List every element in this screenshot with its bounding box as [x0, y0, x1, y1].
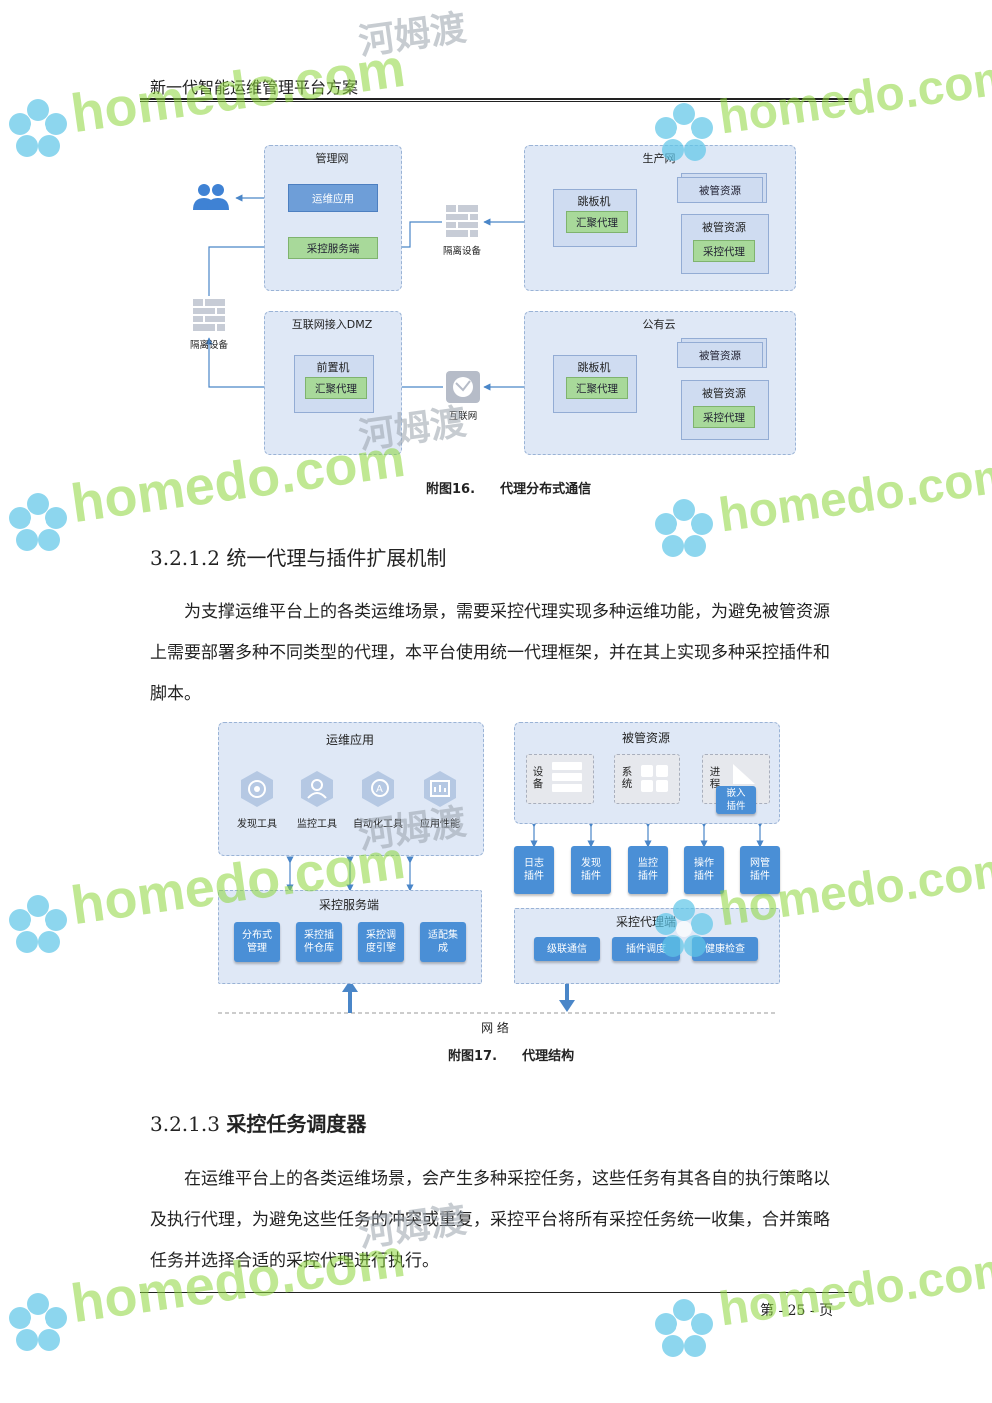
resource-system: [614, 754, 680, 804]
collect-agent-cloud: 采控代理: [693, 406, 755, 428]
app-performance-icon: [424, 771, 456, 807]
svg-text:A: A: [376, 784, 383, 795]
running-header-title: 新一代智能运维管理平台方案: [150, 78, 359, 97]
monitor-icon: [301, 771, 333, 807]
flower-logo-icon: [9, 895, 67, 953]
figure-17-connectors: [218, 820, 778, 1014]
header-rule: [140, 98, 852, 100]
internet-icon: [446, 371, 480, 403]
server-module-plugin-repo: 采控插 件仓库: [296, 922, 342, 962]
agg-agent-cloud: 汇聚代理: [566, 377, 628, 399]
figure-16-caption-text: 代理分布式通信: [500, 482, 592, 497]
system-grid-icon: [641, 765, 668, 792]
flower-logo-icon: [655, 499, 713, 557]
flower-logo-icon: [655, 103, 713, 161]
front-host-label: 前置机: [316, 361, 350, 374]
plugin-monitor: 监控 插件: [628, 846, 668, 894]
zone-management-network: [264, 145, 402, 291]
embed-plugin: 嵌入 插件: [716, 786, 756, 814]
zone-dmz-label: 互联网接入DMZ: [291, 318, 373, 331]
agent-module-cascade-comm: 级联通信: [534, 937, 600, 961]
agg-agent-dmz: 汇聚代理: [305, 377, 367, 399]
managed-res-cloud-2-label: 被管资源: [702, 387, 746, 400]
flower-logo-icon: [655, 1299, 713, 1357]
jump-host-cloud-label: 跳板机: [577, 361, 611, 374]
ops-app-box: 运维应用: [288, 184, 378, 212]
section-body-3-2-1-3: 在运维平台上的各类运维场景，会产生多种采控任务，这些任务有其各自的执行策略以及执…: [150, 1169, 830, 1271]
flower-logo-icon: [9, 99, 67, 157]
zone-public-cloud-label: 公有云: [642, 318, 676, 331]
plugin-discovery: 发现 插件: [571, 846, 611, 894]
firewall-icon: [446, 205, 478, 237]
server-module-scheduler: 采控调 度引擎: [358, 922, 404, 962]
isolation-device-label-top: 隔离设备: [442, 246, 481, 257]
network-label: 网 络: [481, 1021, 509, 1035]
section-number: 3.2.1.2: [150, 546, 220, 570]
process-shape-icon: [733, 764, 755, 784]
section-title: 采控任务调度器: [226, 1112, 367, 1136]
isolation-device-label-left: 隔离设备: [189, 340, 228, 351]
resource-system-label: 系 统: [621, 766, 633, 790]
flower-logo-icon: [9, 1293, 67, 1351]
managed-res-prod-1: 被管资源: [677, 177, 763, 203]
internet-label: 互联网: [448, 411, 478, 422]
figure-17-caption-num: 附图17.: [448, 1049, 498, 1064]
page-number: 第 - 25 - 页: [760, 1303, 834, 1319]
collect-agent-prod: 采控代理: [693, 240, 755, 262]
zone-collect-server-label: 采控服务端: [318, 898, 379, 912]
figure-16-connectors: [205, 187, 677, 416]
plugin-operation: 操作 插件: [684, 846, 724, 894]
automation-icon: A: [362, 771, 394, 807]
section-body-3-2-1-2: 为支撑运维平台上的各类运维场景，需要采控代理实现多种运维功能，为避免被管资源上需…: [150, 602, 830, 704]
figure-16-caption-num: 附图16.: [426, 482, 476, 497]
managed-res-prod-2-label: 被管资源: [702, 221, 746, 234]
flower-logo-icon: [9, 493, 67, 551]
section-heading-3-2-1-2: 3.2.1.2 统一代理与插件扩展机制: [150, 542, 446, 571]
zone-managed-resources-label: 被管资源: [621, 731, 670, 745]
plugin-network-mgmt: 网管 插件: [740, 846, 780, 894]
discovery-icon: [241, 771, 273, 807]
plugin-log: 日志 插件: [514, 846, 554, 894]
tool-label-automation: 自动化工具: [353, 819, 403, 830]
tool-label-monitor: 监控工具: [297, 819, 337, 830]
figure-17-caption: 附图17. 代理结构: [448, 1045, 574, 1064]
tool-label-discovery: 发现工具: [237, 819, 277, 830]
figure-17-caption-text: 代理结构: [522, 1049, 575, 1064]
server-rack-icon: [552, 762, 582, 792]
section-title: 统一代理与插件扩展机制: [226, 546, 447, 570]
section-number: 3.2.1.3: [150, 1112, 220, 1136]
tool-label-app-performance: 应用性能: [420, 819, 460, 830]
users-icon: [193, 184, 229, 210]
resource-process-label: 进 程: [709, 766, 721, 790]
footer-rule: [140, 1292, 852, 1293]
zone-management-label: 管理网: [315, 152, 349, 165]
server-module-distributed-mgmt: 分布式 管理: [234, 922, 280, 962]
header-rule-thin: [140, 101, 852, 102]
zone-ops-app-label: 运维应用: [325, 733, 374, 747]
jump-host-prod-label: 跳板机: [577, 195, 611, 208]
collect-server-box: 采控服务端: [288, 237, 378, 259]
managed-res-cloud-1: 被管资源: [677, 342, 763, 368]
zone-agent-side-label: 采控代理端: [615, 915, 676, 929]
server-module-adapter: 适配集 成: [420, 922, 466, 962]
resource-device-label: 设 备: [532, 766, 544, 790]
figure-16-caption: 附图16. 代理分布式通信: [426, 478, 591, 497]
agg-agent-prod: 汇聚代理: [566, 211, 628, 233]
flower-logo-icon: [655, 899, 713, 957]
section-heading-3-2-1-3: 3.2.1.3 采控任务调度器: [150, 1108, 366, 1137]
firewall-icon-left: [193, 299, 225, 331]
